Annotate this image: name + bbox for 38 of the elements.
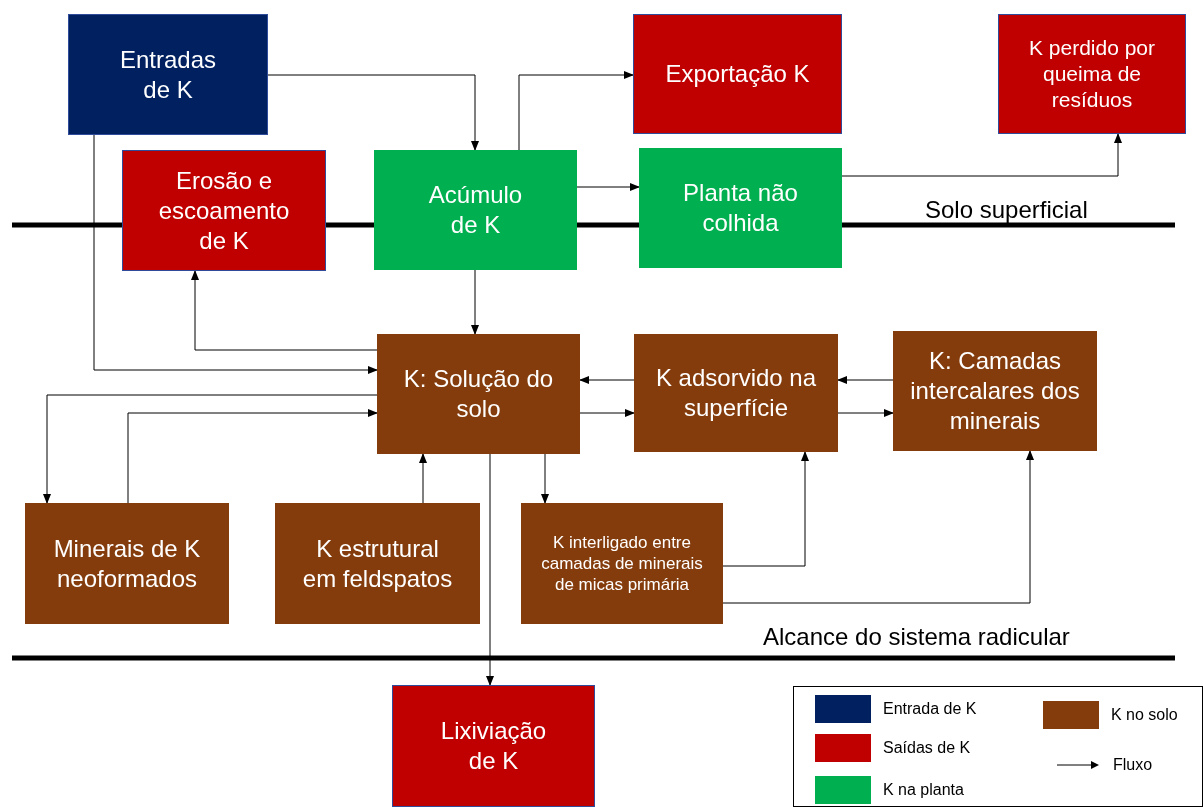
legend-label: K no solo [1111,705,1178,725]
output-box: Erosão e escoamento de K [122,150,326,271]
arrow [471,269,479,335]
arrow [579,376,635,384]
arrow [486,453,494,686]
arrow [841,133,1122,177]
output-box: Exportação K [633,14,842,134]
soil-box: K adsorvido na superfície [634,334,838,452]
arrow [419,453,427,504]
legend-label: Entrada de K [883,699,977,719]
arrow [191,270,378,351]
layer-label: Alcance do sistema radicular [763,622,1070,652]
soil-box: K interligado entre camadas de minerais de micas primária [521,503,723,624]
arrow [837,376,894,384]
arrow [722,451,809,567]
arrow [837,409,894,417]
arrow [127,409,378,504]
output-box: K perdido por queima de resíduos [998,14,1186,134]
legend-label: Saídas de K [883,738,971,758]
arrow [43,394,378,504]
layer-label: Solo superficial [925,195,1088,225]
legend-label: K na planta [883,780,964,800]
output-box: Lixiviação de K [392,685,595,807]
arrow [267,74,479,151]
arrow [518,71,634,151]
arrow [722,450,1034,604]
arrow [541,453,549,504]
soil-box: K: Solução do solo [377,334,580,454]
soil-box: Minerais de K neoformados [25,503,229,624]
arrow [579,409,635,417]
soil-box: K: Camadas intercalares dos minerais [893,331,1097,451]
input-box: Entradas de K [68,14,268,135]
plant-box: Acúmulo de K [374,150,577,270]
arrow [576,183,640,191]
arrow [93,134,378,374]
legend-label: Fluxo [1113,755,1153,775]
plant-box: Planta não colhida [639,148,842,268]
soil-box: K estrutural em feldspatos [275,503,480,624]
